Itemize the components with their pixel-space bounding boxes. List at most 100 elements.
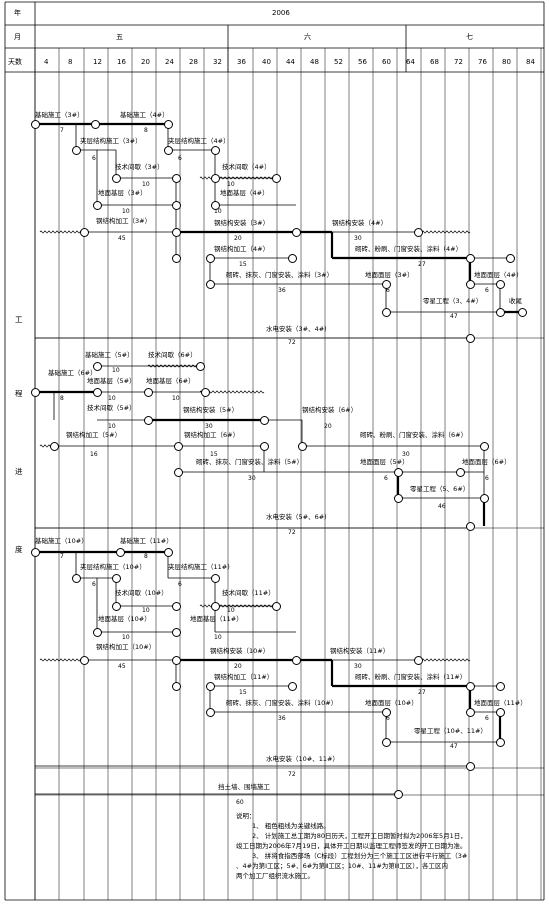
- s2-label: 砌砖、抹灰、门窗安装、涂料（5#）: [196, 458, 304, 466]
- duration-label: 46: [438, 503, 446, 510]
- duration-label: 10: [214, 634, 222, 641]
- event-node: [271, 601, 281, 611]
- s3-label: 基础施工（11#）: [120, 537, 173, 545]
- duration-label: 10: [122, 208, 130, 215]
- year-value: 2006: [272, 9, 290, 17]
- event-node: [92, 627, 102, 637]
- s2-label: 砌砖、粉刷、门窗安装、涂料（6#）: [360, 431, 468, 439]
- day-tick: 16: [117, 58, 126, 66]
- duration-label: 20: [234, 663, 242, 670]
- event-node: [143, 415, 153, 425]
- day-tick: 52: [334, 58, 343, 66]
- duration-label: 10: [108, 395, 116, 402]
- s2-label: 基础施工（6#）: [48, 369, 97, 377]
- event-node: [495, 681, 505, 691]
- s3-label: 夹层结构施工（11#）: [168, 563, 234, 571]
- side-label-du: 度: [15, 545, 23, 554]
- s2-label: 地面基层（6#）: [146, 377, 195, 385]
- event-node: [49, 441, 59, 451]
- duration-label: 6: [485, 715, 489, 722]
- event-node: [291, 227, 301, 237]
- duration-label: 15: [239, 689, 247, 696]
- day-tick: 32: [213, 58, 222, 66]
- event-node: [287, 681, 297, 691]
- event-node: [173, 441, 183, 451]
- duration-label: 30: [354, 663, 362, 670]
- s1-label: 砌砖、抹灰、门窗安装、涂料（3#）: [226, 271, 334, 279]
- day-tick: 68: [430, 58, 439, 66]
- duration-label: 6: [384, 475, 388, 482]
- day-tick: 24: [165, 58, 174, 66]
- event-node: [297, 441, 307, 451]
- event-node: [465, 521, 475, 531]
- event-node: [205, 279, 215, 289]
- day-tick: 48: [310, 58, 319, 66]
- event-node: [495, 707, 505, 717]
- event-node: [171, 227, 181, 237]
- event-node: [495, 737, 505, 747]
- duration-label: 10: [214, 208, 222, 215]
- s3-label: 水电安装（10#、11#）: [266, 755, 339, 763]
- month-label: 月: [14, 33, 21, 41]
- event-node: [465, 761, 475, 771]
- event-node: [465, 253, 475, 263]
- s1-label: 技术间歇（4#）: [222, 163, 271, 171]
- event-node: [79, 227, 89, 237]
- free-float-wave: [417, 658, 471, 662]
- event-node: [71, 145, 81, 155]
- event-node: [381, 707, 391, 717]
- duration-label: 30: [205, 423, 213, 430]
- s2-label: 地面面层（6#）: [462, 458, 511, 466]
- event-node: [393, 467, 403, 477]
- duration-label: 6: [485, 475, 489, 482]
- duration-label: 47: [450, 743, 458, 750]
- event-node: [393, 789, 403, 799]
- s1-label: 钢结构加工（3#）: [96, 217, 152, 225]
- day-tick: 40: [262, 58, 271, 66]
- event-node: [479, 493, 489, 503]
- duration-label: 27: [418, 261, 426, 268]
- s3-label: 技术间歇（10#）: [115, 589, 168, 597]
- day-tick: 28: [189, 58, 198, 66]
- s2-label: 地面面层（5#）: [360, 458, 409, 466]
- day-tick: 80: [502, 58, 511, 66]
- day-tick: 44: [286, 58, 295, 66]
- day-tick: 12: [93, 58, 102, 66]
- s1-label: 收尾: [509, 297, 522, 305]
- event-node: [30, 119, 40, 129]
- duration-label: 10: [112, 367, 120, 374]
- days-label: 天数: [8, 58, 22, 66]
- duration-label: 45: [118, 235, 126, 242]
- duration-label: 6: [178, 155, 182, 162]
- free-float-wave: [417, 230, 471, 234]
- event-node: [259, 441, 269, 451]
- notes-line: 3、 拼将食指西部场（C标段）工程划分为三个施工工区进行平行施工（3#: [252, 852, 468, 860]
- notes-line: 2、 计划施工总工期为80日历天，工程开工日期暂时拟为2006年5月1日，: [252, 832, 467, 840]
- s3-label: 钢结构安装（10#）: [210, 647, 270, 655]
- event-node: [92, 387, 102, 397]
- event-node: [171, 655, 181, 665]
- day-tick: 76: [478, 58, 487, 66]
- event-node: [92, 200, 102, 210]
- month-5: 五: [116, 33, 123, 41]
- event-node: [200, 387, 210, 397]
- event-node: [517, 307, 527, 317]
- event-node: [413, 227, 423, 237]
- event-node: [171, 253, 181, 263]
- event-node: [171, 627, 181, 637]
- day-tick: 36: [237, 58, 246, 66]
- free-float-wave: [39, 230, 85, 234]
- s2-label: 地面基层（5#）: [87, 377, 136, 385]
- s1-label: 钢结构安装（3#）: [214, 219, 270, 227]
- duration-label: 10: [122, 634, 130, 641]
- event-node: [111, 573, 121, 583]
- duration-label: 72: [288, 771, 296, 778]
- duration-label: 6: [92, 155, 96, 162]
- event-node: [143, 387, 153, 397]
- event-node: [92, 361, 102, 371]
- event-node: [210, 573, 220, 583]
- wall-label: 挡土墙、围墙施工: [218, 783, 270, 791]
- s3-label: 钢结构加工（10#）: [96, 643, 156, 651]
